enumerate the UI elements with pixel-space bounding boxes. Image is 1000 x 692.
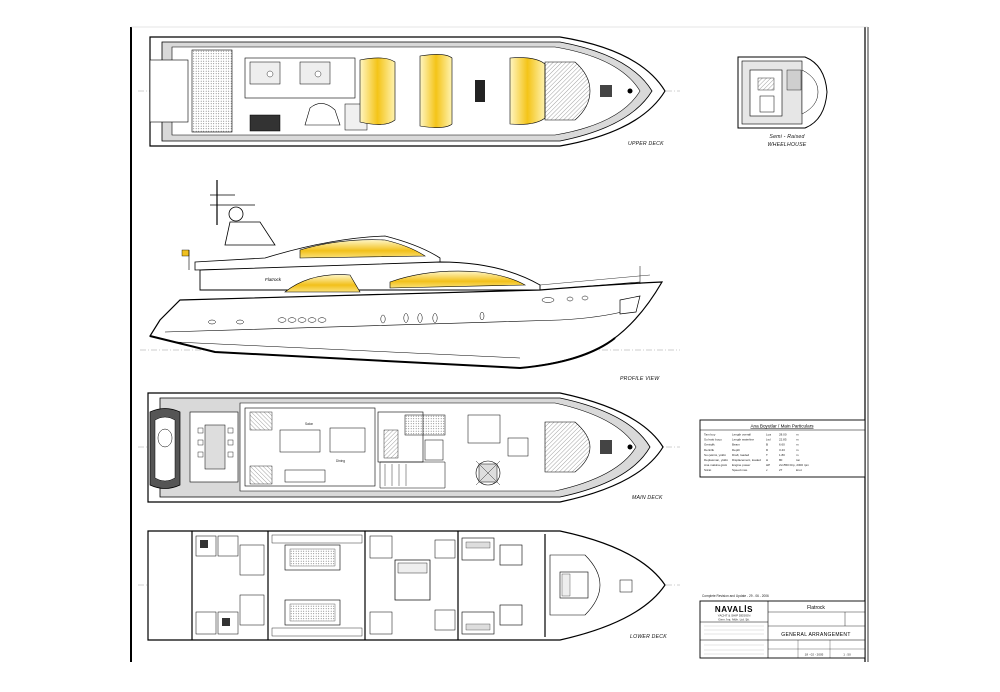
- particulars-en-1: Length waterline: [732, 438, 754, 442]
- particulars-tr-3: Derinlik: [704, 448, 715, 452]
- company-sub-2: Gem. İnş. Müh. Ltd. Şti.: [718, 617, 750, 622]
- sheet-frame: [130, 26, 869, 662]
- upper-deck-plan: UPPER DECK: [138, 36, 680, 147]
- particulars-sym-2: B: [766, 443, 768, 447]
- particulars-en-0: Length overall: [732, 433, 751, 437]
- particulars-tr-4: Su çekimi, yüklü: [704, 453, 726, 457]
- particulars-val-2: 6.60: [779, 443, 785, 447]
- particulars-title: Ana Boyutlar / Main Particulars: [750, 424, 814, 429]
- project-name: Flatrock: [807, 605, 825, 611]
- particulars-val-3: 3.43: [779, 448, 785, 452]
- particulars-unit-5: ton: [796, 458, 801, 462]
- particulars-sym-3: D: [766, 448, 769, 452]
- wheelhouse-label-2: WHEELHOUSE: [768, 142, 807, 148]
- particulars-sym-1: Lwl: [766, 438, 771, 442]
- company-logo: NAVALİS: [715, 605, 753, 614]
- particulars-val-5: 80: [779, 458, 783, 462]
- particulars-en-2: Beam: [732, 443, 740, 447]
- title-block: NAVALİS YACHT & SHIP DESIGN Gem. İnş. Mü…: [699, 600, 866, 659]
- particulars-val-1: 22.85: [779, 438, 787, 442]
- particulars-sym-7: v: [766, 468, 768, 472]
- main-deck-plan: Salon Dining MAIN DECK: [138, 392, 680, 503]
- particulars-sym-6: HP: [766, 463, 770, 467]
- company-sub-1: YACHT & SHIP DESIGN: [718, 614, 751, 618]
- particulars-unit-2: m: [796, 443, 799, 447]
- salon-label: Salon: [305, 422, 313, 426]
- particulars-unit-7: knot: [796, 468, 802, 472]
- particulars-en-4: Draft, loaded: [732, 453, 750, 457]
- particulars-unit-4: m: [796, 453, 799, 457]
- main-deck-label: MAIN DECK: [632, 495, 663, 501]
- lower-deck-label: LOWER DECK: [630, 634, 667, 640]
- particulars-tr-1: Su hattı boyu: [704, 438, 722, 442]
- particulars-val-7: 27: [779, 468, 783, 472]
- particulars-tr-0: Tam boy: [704, 433, 716, 437]
- lower-deck-plan: LOWER DECK: [138, 530, 680, 641]
- fwd-table: [475, 460, 501, 486]
- particulars-val-6: 2x1550 bhp, 2300 rpm: [779, 463, 810, 467]
- particulars-en-3: Depth: [732, 448, 740, 452]
- particulars-sym-0: Loa: [766, 433, 771, 437]
- profile-view-label: PROFILE VIEW: [620, 376, 660, 382]
- revision-note: Complete Revision and Update - 29 - 06 -…: [702, 594, 769, 598]
- wheelhouse-plan: Semi - Raised WHEELHOUSE: [737, 56, 828, 148]
- particulars-tr-2: Genişlik: [704, 443, 715, 447]
- particulars-sym-4: T: [766, 453, 768, 457]
- particulars-unit-3: m: [796, 448, 799, 452]
- particulars-en-5: Displacement, loaded: [732, 458, 761, 462]
- drawing-title: GENERAL ARRANGEMENT: [781, 632, 850, 638]
- particulars-en-7: Speed max.: [732, 468, 748, 472]
- particulars-val-0: 28.00: [779, 433, 787, 437]
- profile-view: Flatrock PROFILE VIEW: [140, 180, 680, 382]
- particulars-en-6: Engine power: [732, 463, 750, 467]
- particulars-unit-1: m: [796, 438, 799, 442]
- particulars-tr-7: Sürat: [704, 468, 711, 472]
- particulars-val-4: 1.80: [779, 453, 785, 457]
- wheelhouse-label-1: Semi - Raised: [769, 134, 805, 140]
- drawing-date: 18 - 02 - 2005: [805, 653, 824, 657]
- upper-deck-label: UPPER DECK: [628, 141, 664, 147]
- drawing-scale: 1 : 50: [843, 653, 851, 657]
- particulars-sym-5: Δ: [766, 458, 768, 462]
- dining-label: Dining: [336, 459, 345, 463]
- profile-yacht-name: Flatrock: [265, 277, 282, 282]
- engine-room: [271, 534, 363, 637]
- particulars-unit-0: m: [796, 433, 799, 437]
- particulars-tr-6: Ana makina gücü: [704, 463, 728, 467]
- particulars-tr-5: Deplasman, yüklü: [704, 458, 728, 462]
